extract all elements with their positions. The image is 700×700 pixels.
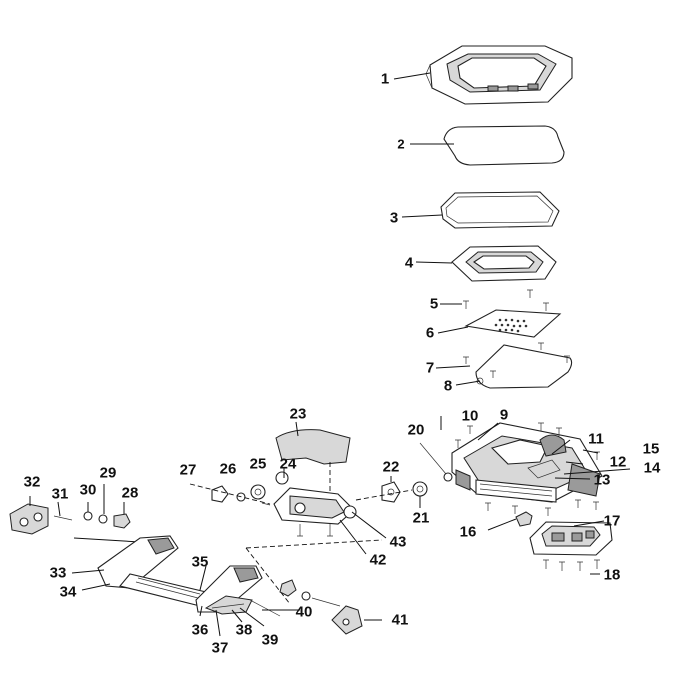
stand-frame	[97, 535, 263, 615]
part-2-lens	[443, 125, 565, 166]
part-17-module	[529, 521, 613, 556]
callout-28: 28	[121, 484, 139, 502]
callout-23: 23	[289, 405, 307, 423]
callout-18: 18	[603, 566, 621, 584]
part-21-cap	[412, 481, 428, 497]
part-31-pin	[53, 515, 73, 521]
callout-29: 29	[99, 464, 117, 482]
part-6-perforation-pattern	[494, 318, 528, 333]
part-7-screws	[463, 342, 570, 378]
callout-8: 8	[443, 377, 453, 395]
callout-31: 31	[51, 485, 69, 503]
callout-14: 14	[643, 459, 661, 477]
part-1-top-frame	[425, 45, 573, 105]
part-40-shaft-washers	[249, 579, 341, 617]
callout-4: 4	[404, 254, 414, 272]
callout-30: 30	[79, 481, 97, 499]
callout-27: 27	[179, 461, 197, 479]
callout-22: 22	[382, 458, 400, 476]
callout-1: 1	[380, 70, 390, 88]
callout-7: 7	[425, 359, 435, 377]
callout-3: 3	[389, 209, 399, 227]
callout-20: 20	[407, 421, 425, 439]
callout-21: 21	[412, 509, 430, 527]
part-8-base-plate	[475, 344, 573, 389]
callout-11: 11	[588, 430, 604, 448]
part-6-perforated-plate	[464, 309, 562, 338]
callout-16: 16	[459, 523, 477, 541]
callout-35: 35	[191, 553, 209, 571]
callout-26: 26	[219, 460, 237, 478]
callout-17: 17	[603, 512, 621, 530]
callout-25: 25	[249, 455, 267, 473]
part-32-end-bracket	[9, 503, 49, 535]
part-22-bushing	[381, 481, 401, 503]
part-23-cover	[275, 429, 351, 465]
main-housing	[451, 422, 603, 503]
axle-assembly	[211, 471, 357, 537]
housing-screws	[455, 422, 600, 516]
callout-32: 32	[23, 473, 41, 491]
callout-10: 10	[461, 407, 479, 425]
callout-13: 13	[593, 471, 611, 489]
callout-5: 5	[429, 295, 439, 313]
part-3-gasket	[440, 191, 560, 229]
callout-24: 24	[279, 455, 297, 473]
callout-37: 37	[211, 639, 229, 657]
callout-39: 39	[261, 631, 279, 649]
callout-40: 40	[295, 603, 313, 621]
callout-15: 15	[642, 440, 660, 458]
callout-34: 34	[59, 583, 77, 601]
callout-6: 6	[425, 324, 435, 342]
parts-28-30-washers	[83, 511, 131, 529]
callout-33: 33	[49, 564, 67, 582]
callout-38: 38	[235, 621, 253, 639]
part-16-clip	[515, 511, 533, 527]
callout-9: 9	[499, 406, 509, 424]
part-18-screws	[543, 559, 600, 571]
callout-42: 42	[369, 551, 387, 569]
callout-2: 2	[397, 136, 405, 152]
part-4-inner-frame	[451, 245, 557, 282]
part-41-end-cap	[331, 605, 363, 635]
callout-41: 41	[391, 611, 409, 629]
callout-12: 12	[609, 453, 627, 471]
part-20-knob	[419, 442, 453, 482]
callout-43: 43	[389, 533, 407, 551]
callout-36: 36	[191, 621, 209, 639]
